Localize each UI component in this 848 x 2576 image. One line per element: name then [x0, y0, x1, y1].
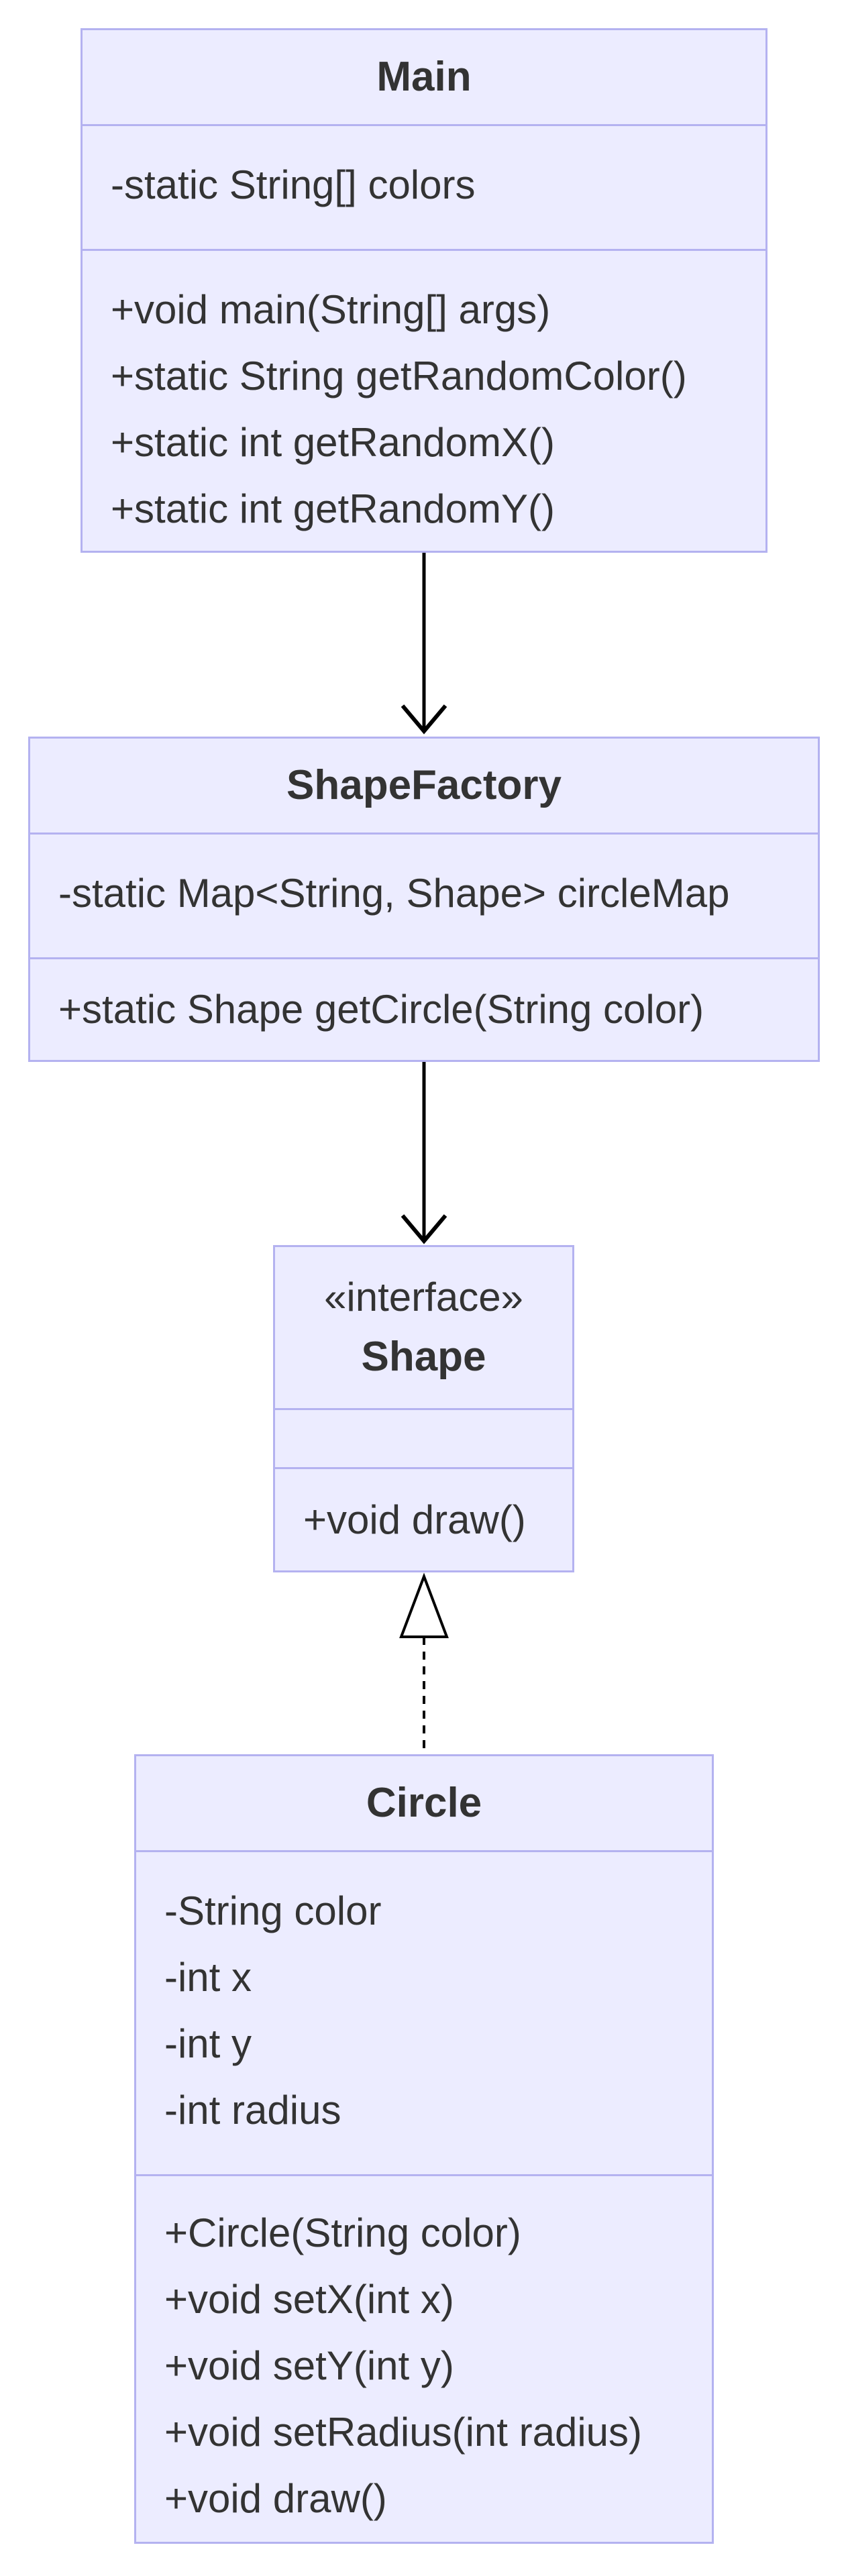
- class-header: Circle: [136, 1756, 712, 1852]
- method: +Circle(String color): [164, 2210, 521, 2255]
- class-shapefactory: ShapeFactory -static Map<String, Shape> …: [28, 737, 820, 1062]
- method: +void setX(int x): [164, 2277, 454, 2322]
- edge-shapefactory-to-shape: [401, 1062, 447, 1244]
- method: +static String getRandomColor(): [111, 354, 687, 398]
- methods-section: +Circle(String color) +void setX(int x) …: [136, 2176, 712, 2532]
- attribute: -int y: [164, 2021, 252, 2066]
- method: +void setY(int y): [164, 2343, 454, 2388]
- edge-circle-realizes-shape: [399, 1572, 449, 1754]
- method: +void draw(): [164, 2476, 387, 2521]
- attributes-section: -String color -int x -int y -int radius: [136, 1852, 712, 2176]
- attributes-section: [275, 1410, 572, 1469]
- attributes-section: -static String[] colors: [83, 126, 765, 251]
- method: +static int getRandomX(): [111, 420, 555, 465]
- attribute: -String color: [164, 1888, 382, 1933]
- class-header: «interface» Shape: [275, 1247, 572, 1410]
- attribute: -static Map<String, Shape> circleMap: [58, 871, 730, 916]
- class-name: Main: [376, 54, 472, 100]
- class-circle: Circle -String color -int x -int y -int …: [134, 1754, 714, 2544]
- class-header: Main: [83, 30, 765, 126]
- method: +static int getRandomY(): [111, 486, 555, 531]
- stereotype-label: «interface»: [324, 1275, 523, 1320]
- class-header: ShapeFactory: [30, 739, 818, 835]
- attribute: -int x: [164, 1955, 252, 2000]
- class-shape-interface: «interface» Shape +void draw(): [273, 1245, 574, 1572]
- class-name: ShapeFactory: [286, 762, 562, 808]
- method: +void draw(): [303, 1497, 526, 1542]
- methods-section: +void main(String[] args) +static String…: [83, 251, 765, 542]
- methods-section: +void draw(): [275, 1469, 572, 1553]
- class-name: Shape: [361, 1334, 486, 1380]
- methods-section: +static Shape getCircle(String color): [30, 959, 818, 1042]
- class-main: Main -static String[] colors +void main(…: [81, 28, 767, 553]
- attribute: -int radius: [164, 2088, 341, 2133]
- class-name: Circle: [366, 1780, 482, 1826]
- method: +void setRadius(int radius): [164, 2410, 643, 2455]
- attributes-section: -static Map<String, Shape> circleMap: [30, 835, 818, 959]
- attribute: -static String[] colors: [111, 162, 476, 207]
- edge-main-to-shapefactory: [401, 553, 447, 735]
- method: +void main(String[] args): [111, 287, 551, 332]
- method: +static Shape getCircle(String color): [58, 987, 704, 1032]
